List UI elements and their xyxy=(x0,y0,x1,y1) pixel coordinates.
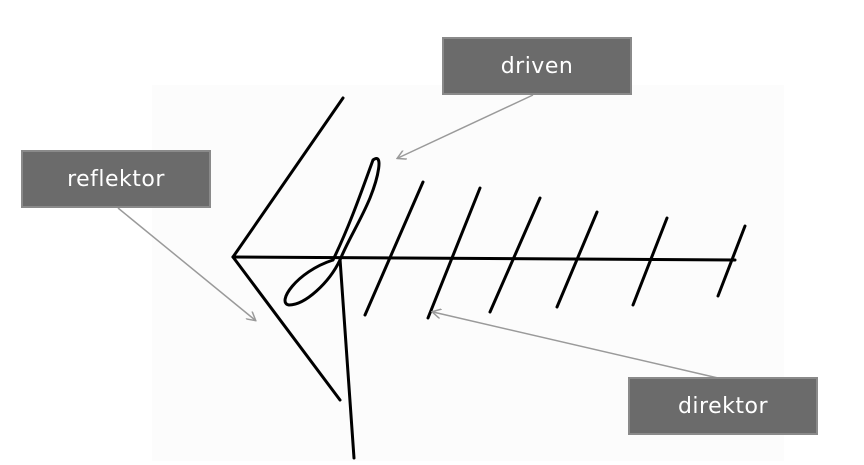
director-2 xyxy=(426,186,482,320)
director-3 xyxy=(488,196,542,314)
reflektor-label: reflektor xyxy=(21,150,211,208)
reflektor-pointer-arrow xyxy=(117,207,255,320)
director-1 xyxy=(363,180,425,317)
direktor-pointer-arrow xyxy=(433,312,719,379)
director-elements xyxy=(363,180,747,320)
direktor-label: direktor xyxy=(628,377,818,435)
driven-label: driven xyxy=(442,37,632,95)
driven-pointer-arrow xyxy=(398,94,534,158)
director-6 xyxy=(716,224,747,298)
reflector-element xyxy=(231,96,345,402)
director-4 xyxy=(555,210,599,309)
driven-element xyxy=(283,157,381,460)
director-5 xyxy=(631,216,669,307)
